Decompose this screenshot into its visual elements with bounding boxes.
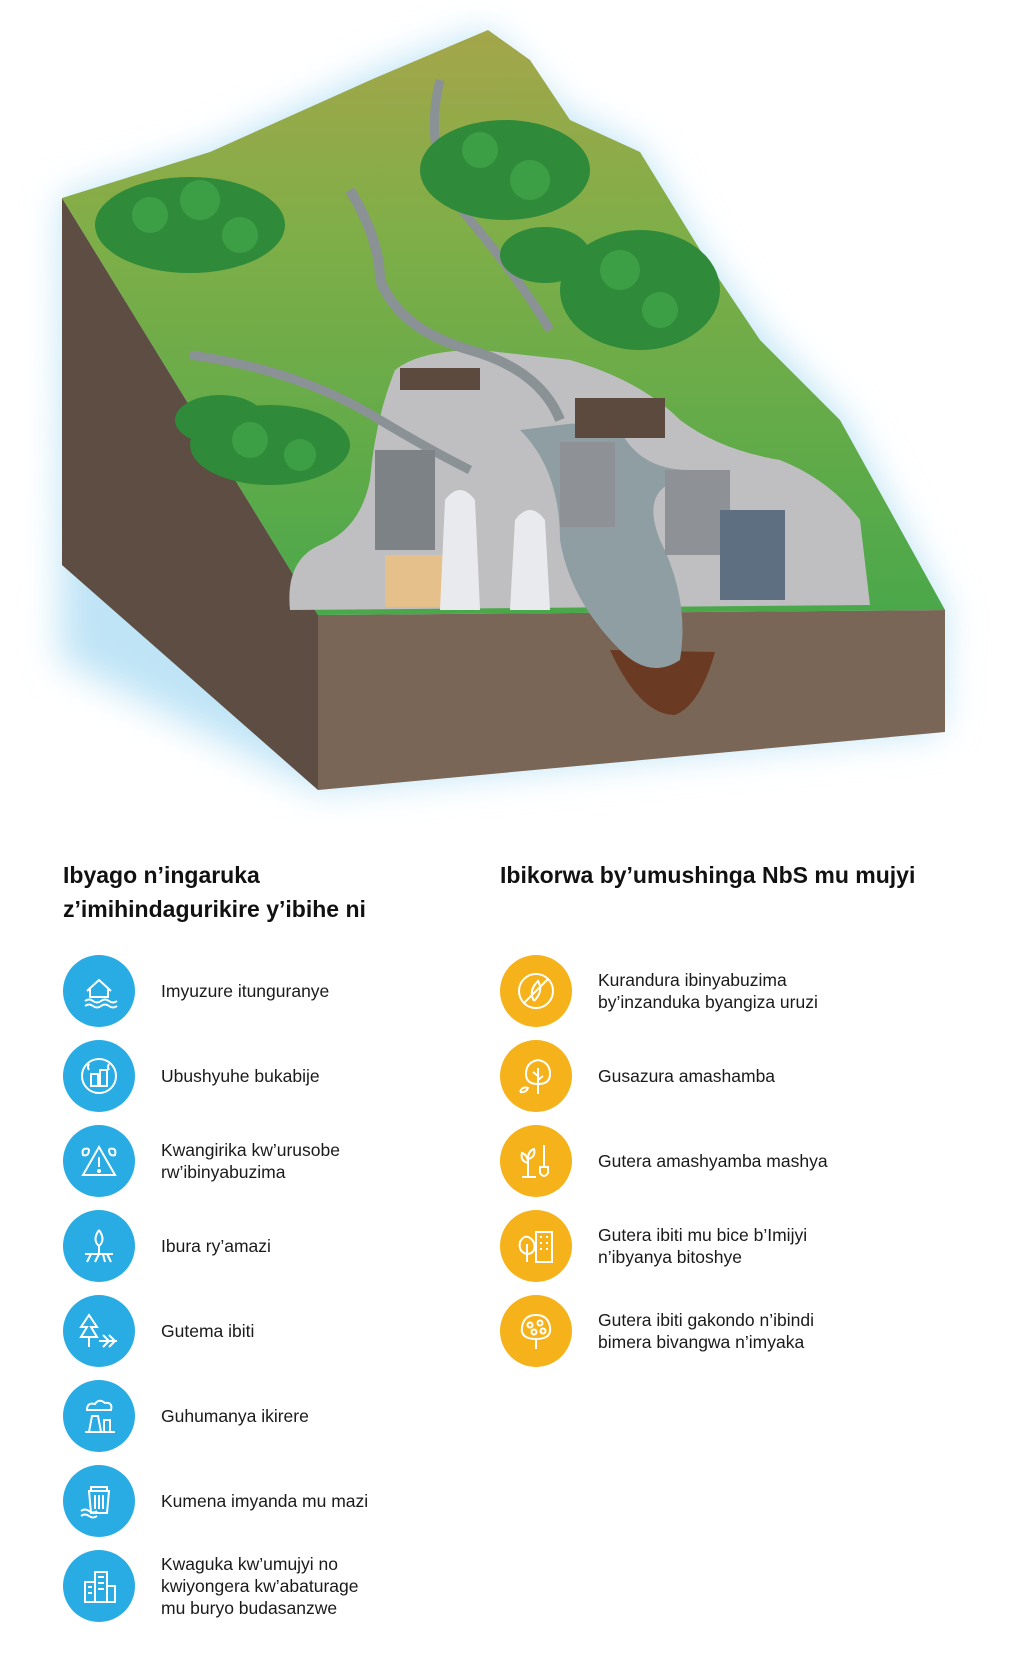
list-item: Kwaguka kw’umujyi no kwiyongera kw’abatu… — [63, 1550, 463, 1622]
list-item-label: Kurandura ibinyabuzima by’inzanduka byan… — [598, 970, 818, 1012]
heat-building-icon — [63, 1040, 135, 1112]
fruit-tree-icon — [500, 1295, 572, 1367]
list-item: Gutera amashyamba mashya — [500, 1125, 960, 1197]
no-invasive-plant-icon — [500, 955, 572, 1027]
list-item: Imyuzure itunguranye — [63, 955, 463, 1027]
landscape-illustration — [60, 30, 945, 790]
list-item-label: Gutera ibiti mu bice b’Imijyi n’ibyanya … — [598, 1225, 808, 1267]
urban-growth-icon — [63, 1550, 135, 1622]
list-item-label: Kumena imyanda mu mazi — [161, 1491, 369, 1511]
tree-restoration-icon — [500, 1040, 572, 1112]
water-scarcity-icon — [63, 1210, 135, 1282]
urban-tree-icon — [500, 1210, 572, 1282]
list-item: Guhumanya ikirere — [63, 1380, 463, 1452]
list-item: Gusazura amashamba — [500, 1040, 960, 1112]
water-waste-icon — [63, 1465, 135, 1537]
biodiversity-warning-icon — [63, 1125, 135, 1197]
list-item: Ibura ry’amazi — [63, 1210, 463, 1282]
list-item: Kurandura ibinyabuzima by’inzanduka byan… — [500, 955, 960, 1027]
actions-title: Ibikorwa by’umushinga NbS mu mujyi — [500, 862, 916, 888]
air-pollution-icon — [63, 1380, 135, 1452]
planting-shovel-icon — [500, 1125, 572, 1197]
list-item: Gutema ibiti — [63, 1295, 463, 1367]
flood-house-icon — [63, 955, 135, 1027]
list-item-label: Ubushyuhe bukabije — [161, 1066, 320, 1086]
list-item-label: Kwangirika kw’urusobe rw’ibinyabuzima — [161, 1140, 340, 1182]
list-item-label: Gusazura amashamba — [598, 1066, 776, 1086]
list-item: Kumena imyanda mu mazi — [63, 1465, 463, 1537]
soil-side-face — [318, 610, 945, 790]
city-buildings — [375, 368, 785, 610]
list-item-label: Gutera ibiti gakondo n’ibindi bimera biv… — [598, 1310, 814, 1352]
list-item-label: Guhumanya ikirere — [161, 1406, 309, 1426]
tree-cutting-icon — [63, 1295, 135, 1367]
list-item: Gutera ibiti mu bice b’Imijyi n’ibyanya … — [500, 1210, 960, 1282]
list-item: Ubushyuhe bukabije — [63, 1040, 463, 1112]
list-item: Gutera ibiti gakondo n’ibindi bimera biv… — [500, 1295, 960, 1367]
list-item-label: Gutema ibiti — [161, 1321, 255, 1341]
list-item-label: Gutera amashyamba mashya — [598, 1151, 828, 1171]
list-item-label: Ibura ry’amazi — [161, 1236, 271, 1256]
list-item: Kwangirika kw’urusobe rw’ibinyabuzima — [63, 1125, 463, 1197]
actions-list: Kurandura ibinyabuzima by’inzanduka byan… — [500, 955, 960, 1380]
risks-list: Imyuzure itunguranye Ubushyuhe bukabije … — [63, 955, 463, 1635]
soil-front-face — [62, 198, 318, 790]
list-item-label: Imyuzure itunguranye — [161, 981, 330, 1001]
list-item-label: Kwaguka kw’umujyi no kwiyongera kw’abatu… — [161, 1554, 359, 1618]
risks-title: Ibyago n’ingaruka z’imihindagurikire y’i… — [63, 862, 366, 922]
